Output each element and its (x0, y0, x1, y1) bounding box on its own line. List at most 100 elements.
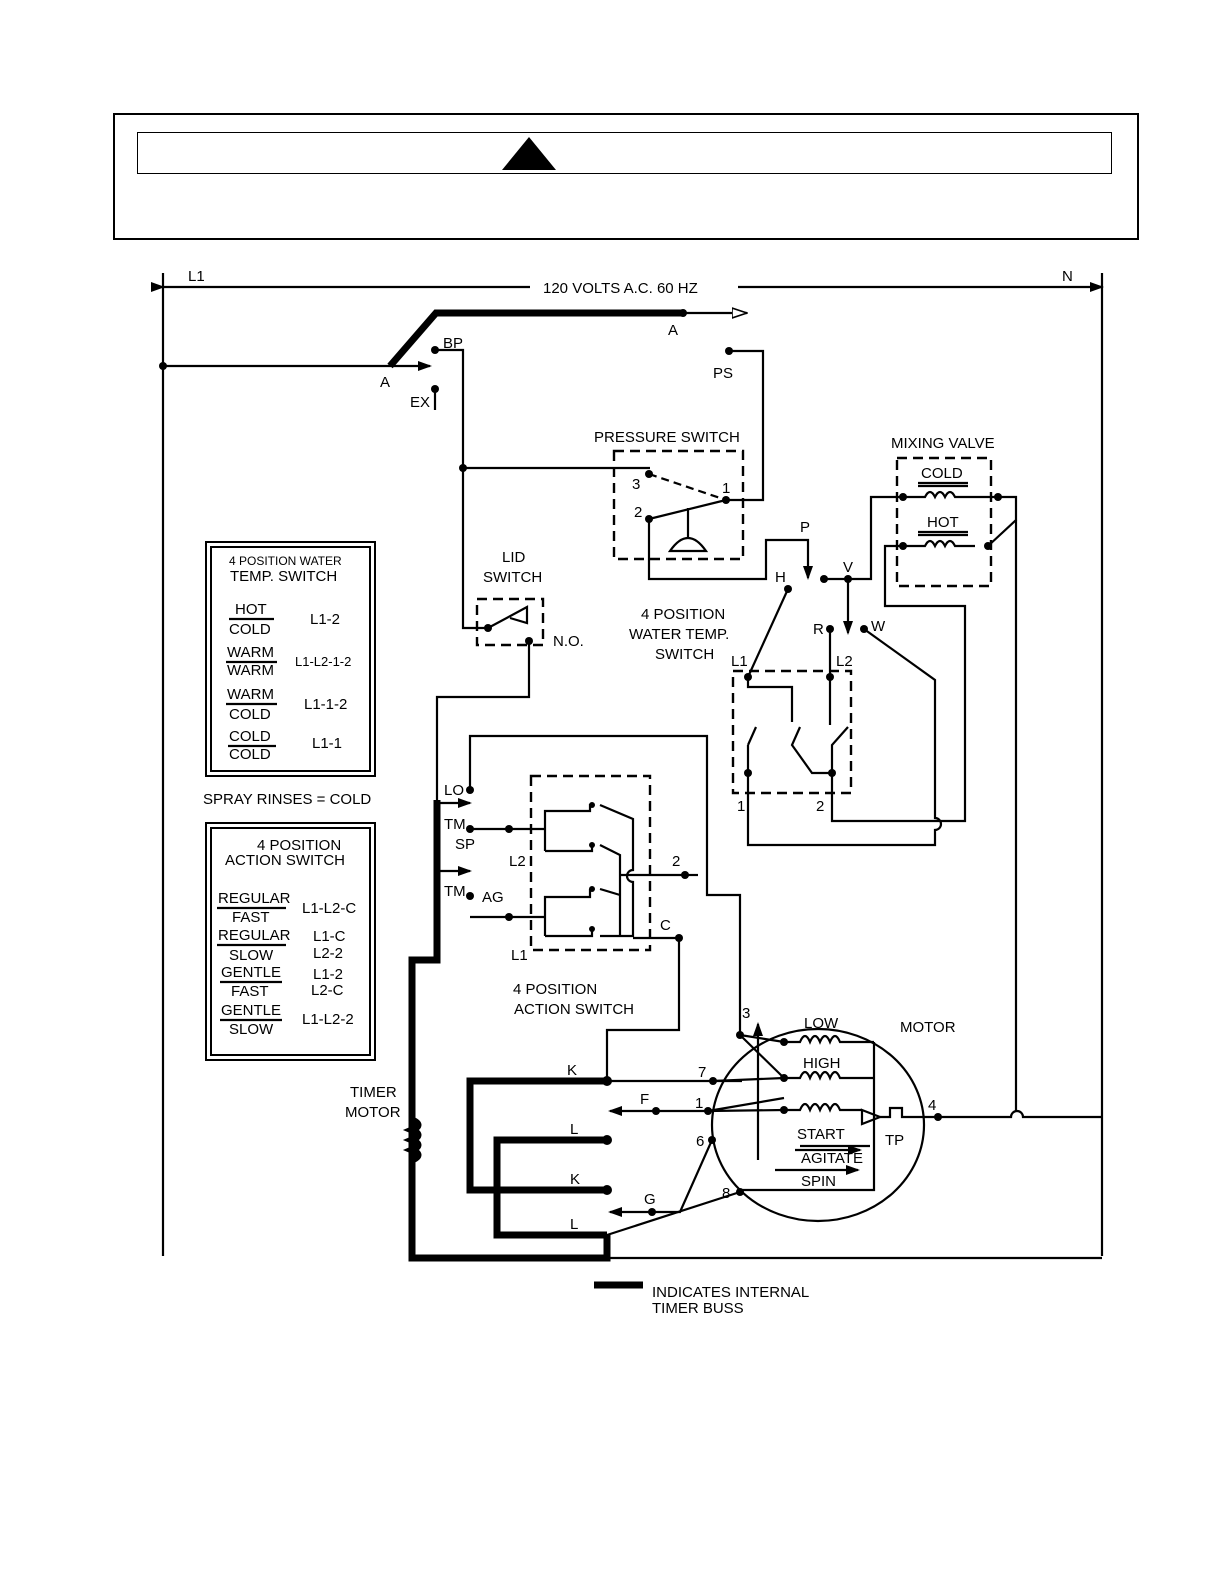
spin-label: SPIN (801, 1173, 836, 1190)
terminal-p: P (800, 519, 810, 536)
water-temp-row3-contacts: L1-1-2 (304, 696, 347, 713)
water-temp-table-title-1: 4 POSITION WATER (229, 554, 342, 568)
water-temp-row4-contacts: L1-1 (312, 735, 342, 752)
pressure-switch-terminal-2: 2 (634, 504, 642, 521)
pressure-switch-terminal-3: 3 (632, 476, 640, 493)
terminal-ag: AG (482, 889, 504, 906)
timer-cams: K L K L 7 F 1 6 G 8 (466, 1062, 1102, 1260)
timer-contacts: LO TM SP TM AG (408, 782, 611, 1262)
water-temp-row4-wash: COLD (229, 728, 271, 745)
terminal-ex: EX (410, 394, 430, 411)
action-switch-table: 4 POSITION ACTION SWITCH REGULAR FAST L1… (205, 822, 376, 1061)
terminal-a-bottom: A (380, 374, 390, 391)
motor-terminal-6: 6 (696, 1133, 704, 1150)
action-row4-contacts: L1-L2-2 (302, 1011, 354, 1028)
warning-header (137, 132, 1112, 174)
terminal-f: F (640, 1091, 649, 1108)
timer-switch-a: A A BP EX PS (159, 309, 747, 411)
action-switch-terminal-l1: L1 (511, 947, 528, 964)
action-row3-contacts-1: L1-2 (313, 966, 343, 983)
water-temp-row2-contacts: L1-L2-1-2 (295, 654, 351, 669)
water-temp-switch-label-2: WATER TEMP. (629, 626, 729, 643)
terminal-lo: LO (444, 782, 464, 799)
water-temp-row1-wash: HOT (235, 601, 267, 618)
lid-switch-label-2: SWITCH (483, 569, 542, 586)
terminal-tm-2: TM (444, 883, 466, 900)
motor-label: MOTOR (900, 1019, 956, 1036)
terminal-l-2: L (570, 1216, 578, 1233)
motor-terminal-3: 3 (742, 1005, 750, 1022)
action-row4-speed1: GENTLE (221, 1002, 281, 1019)
water-temp-terminal-l1: L1 (731, 653, 748, 670)
terminal-r: R (813, 621, 824, 638)
action-row2-contacts-2: L2-2 (313, 945, 343, 962)
water-temp-table-title-2: TEMP. SWITCH (230, 568, 337, 585)
action-row1-contacts: L1-L2-C (302, 900, 356, 917)
winding-start-label: START (797, 1126, 845, 1143)
terminal-tm-1: TM (444, 816, 466, 833)
motor-terminal-1: 1 (695, 1095, 703, 1112)
motor-terminal-8: 8 (722, 1185, 730, 1202)
timer-motor-coil (402, 1116, 422, 1164)
terminal-k-2: K (570, 1171, 580, 1188)
terminal-k-1: K (567, 1062, 577, 1079)
legend: INDICATES INTERNAL TIMER BUSS (594, 1281, 809, 1317)
timer-buss-a (387, 309, 683, 369)
mixing-valve-hot-label: HOT (927, 514, 959, 531)
motor-housing (710, 1027, 926, 1223)
water-temp-row3-rinse: COLD (229, 706, 271, 723)
legend-text-2: TIMER BUSS (652, 1300, 744, 1317)
lid-switch: LID SWITCH N.O. (435, 549, 584, 800)
action-row2-contacts-1: L1-C (313, 928, 346, 945)
water-temp-terminal-1: 1 (737, 798, 745, 815)
bp-wiring (435, 348, 650, 630)
water-temp-switch: 4 POSITION WATER TEMP. SWITCH P H V R W … (629, 519, 943, 847)
water-temp-row4-rinse: COLD (229, 746, 271, 763)
action-row3-speed1: GENTLE (221, 964, 281, 981)
mixing-valve-cold-label: COLD (921, 465, 963, 482)
terminal-w: W (871, 618, 886, 635)
pressure-switch: PRESSURE SWITCH 3 1 2 (594, 349, 813, 581)
terminal-sp: SP (455, 836, 475, 853)
water-temp-row1-contacts: L1-2 (310, 611, 340, 628)
legend-text-1: INDICATES INTERNAL (652, 1284, 809, 1301)
terminal-bp: BP (443, 335, 463, 352)
water-temp-row2-wash: WARM (227, 644, 274, 661)
terminal-h: H (775, 569, 786, 586)
action-switch: 4 POSITION ACTION SWITCH L2 L1 2 C (468, 734, 742, 1081)
motor-terminal-4: 4 (928, 1097, 936, 1114)
water-temp-table: 4 POSITION WATER TEMP. SWITCH HOT COLD L… (205, 541, 376, 777)
agitate-label: AGITATE (801, 1150, 863, 1167)
water-temp-row2-rinse: WARM (227, 662, 274, 679)
timer-motor-label-2: MOTOR (345, 1104, 401, 1121)
action-row1-speed1: REGULAR (218, 890, 291, 907)
mixing-valve: MIXING VALVE COLD HOT (830, 435, 1018, 823)
action-switch-label-1: 4 POSITION (513, 981, 597, 998)
water-temp-switch-label-1: 4 POSITION (641, 606, 725, 623)
action-row3-speed2: FAST (231, 983, 269, 1000)
timer-buss-main (408, 800, 611, 1262)
motor: MOTOR 3 LOW HIGH START AGITATE SPIN TP 4 (707, 520, 1102, 1223)
supply-rails: L1 N 120 VOLTS A.C. 60 HZ (151, 268, 1104, 1256)
water-temp-row1-rinse: COLD (229, 621, 271, 638)
action-switch-terminal-l2: L2 (509, 853, 526, 870)
action-switch-terminal-c: C (660, 917, 671, 934)
terminal-a-top: A (668, 322, 678, 339)
timer-buss-k (466, 1077, 607, 1194)
action-row1-speed2: FAST (232, 909, 270, 926)
l1-label: L1 (188, 268, 205, 285)
water-temp-terminal-2: 2 (816, 798, 824, 815)
terminal-g: G (644, 1191, 656, 1208)
pressure-switch-terminal-1: 1 (722, 480, 730, 497)
action-row2-speed2: SLOW (229, 947, 274, 964)
water-temp-switch-label-3: SWITCH (655, 646, 714, 663)
timer-motor: TIMER MOTOR (345, 1084, 422, 1164)
terminal-ps: PS (713, 365, 733, 382)
terminal-v: V (843, 559, 853, 576)
action-table-title-1: 4 POSITION (257, 837, 341, 854)
action-switch-label-2: ACTION SWITCH (514, 1001, 634, 1018)
thermal-protector-label: TP (885, 1132, 904, 1149)
action-row4-speed2: SLOW (229, 1021, 274, 1038)
terminal-l-1: L (570, 1121, 578, 1138)
